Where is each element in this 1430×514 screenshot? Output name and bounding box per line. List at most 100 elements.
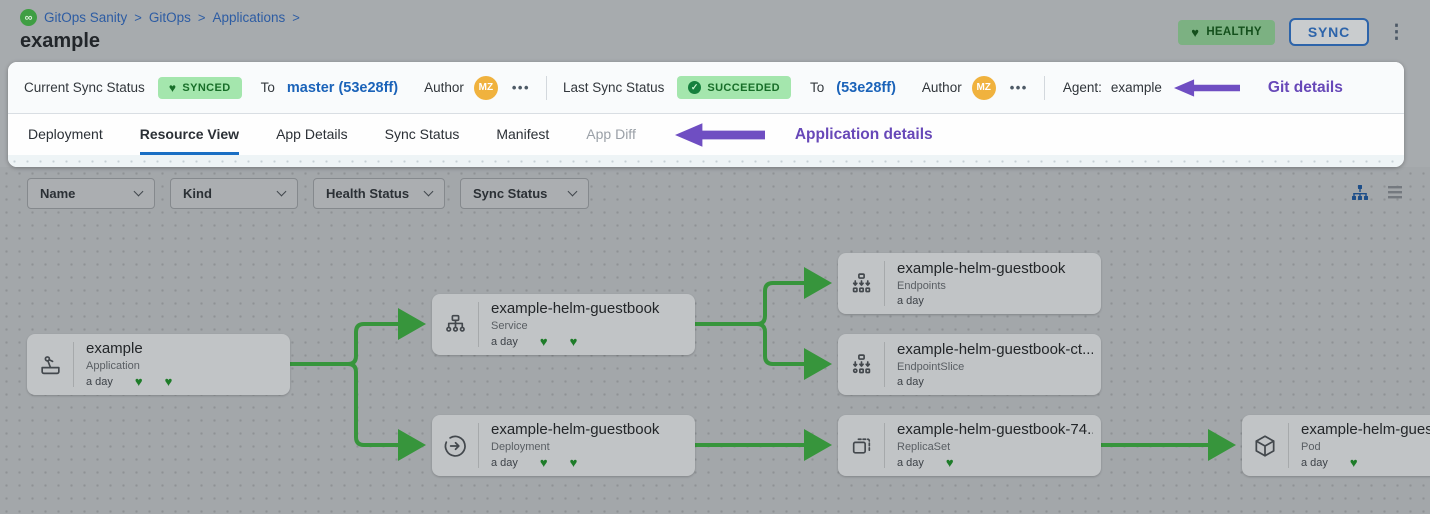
current-sync-status-label: Current Sync Status — [24, 80, 145, 95]
gitops-logo-icon: ∞ — [20, 9, 37, 26]
resource-node-pod[interactable]: example-helm-guest Pod a day ♥ — [1242, 415, 1430, 476]
node-title: example-helm-guest — [1301, 421, 1430, 440]
node-kind: ReplicaSet — [897, 440, 1093, 454]
heart-icon: ♥ — [1350, 455, 1358, 470]
filter-label: Sync Status — [473, 186, 547, 201]
more-options-icon[interactable]: ••• — [512, 80, 530, 95]
filter-bar: Name Kind Health Status Sync Status — [27, 178, 589, 209]
author-avatar[interactable]: MZ — [972, 76, 996, 100]
filter-name-dropdown[interactable]: Name — [27, 178, 155, 209]
breadcrumb: ∞ GitOps Sanity > GitOps > Applications … — [20, 9, 300, 26]
resource-node-service[interactable]: example-helm-guestbook Service a day♥♥ — [432, 294, 695, 355]
current-revision-link[interactable]: master (53e28ff) — [287, 80, 398, 96]
vertical-divider — [546, 76, 547, 100]
node-kind: Application — [86, 359, 282, 373]
filter-label: Kind — [183, 186, 212, 201]
node-kind: Endpoints — [897, 279, 1093, 293]
health-status-badge: ♥ HEALTHY — [1178, 20, 1275, 45]
resource-node-deployment[interactable]: example-helm-guestbook Deployment a day♥… — [432, 415, 695, 476]
resource-node-application[interactable]: example Application a day♥♥ — [27, 334, 290, 395]
chevron-down-icon — [134, 187, 144, 197]
breadcrumb-gitops[interactable]: GitOps — [149, 10, 191, 25]
agent-value: example — [1111, 80, 1162, 95]
tab-app-details[interactable]: App Details — [276, 114, 348, 155]
agent-label: Agent: — [1063, 80, 1102, 95]
breadcrumb-applications[interactable]: Applications — [212, 10, 285, 25]
node-kind: Pod — [1301, 440, 1430, 454]
filter-health-status-dropdown[interactable]: Health Status — [313, 178, 445, 209]
filter-sync-status-dropdown[interactable]: Sync Status — [460, 178, 589, 209]
node-age: a day — [86, 376, 113, 388]
resource-node-endpoints[interactable]: example-helm-guestbook Endpoints a day — [838, 253, 1101, 314]
succeeded-badge: ✓ SUCCEEDED — [677, 76, 791, 99]
to-label: To — [261, 80, 275, 95]
breadcrumb-gitops-sanity[interactable]: GitOps Sanity — [44, 10, 127, 25]
heart-icon: ♥ — [540, 334, 548, 349]
breadcrumb-separator: > — [134, 10, 142, 25]
synced-badge-label: SYNCED — [182, 82, 230, 94]
annotation-arrow-left-icon — [675, 122, 765, 148]
vertical-divider — [1044, 76, 1045, 100]
node-title: example — [86, 340, 282, 359]
heart-icon: ♥ — [169, 82, 177, 94]
heart-icon: ♥ — [946, 455, 954, 470]
check-circle-icon: ✓ — [688, 81, 701, 94]
heart-icon: ♥ — [135, 374, 143, 389]
tab-sync-status[interactable]: Sync Status — [385, 114, 460, 155]
node-age: a day — [491, 336, 518, 348]
succeeded-badge-label: SUCCEEDED — [707, 82, 780, 94]
tab-manifest[interactable]: Manifest — [496, 114, 549, 155]
author-avatar[interactable]: MZ — [474, 76, 498, 100]
node-title: example-helm-guestbook — [491, 421, 687, 440]
heart-icon: ♥ — [570, 334, 578, 349]
node-kind: EndpointSlice — [897, 360, 1093, 374]
view-toggles — [1350, 183, 1404, 203]
chevron-down-icon — [424, 187, 434, 197]
sync-status-bar: Current Sync Status ♥ SYNCED To master (… — [8, 62, 1404, 114]
node-age: a day — [1301, 457, 1328, 469]
node-age: a day — [897, 376, 924, 388]
resource-tree-canvas: Name Kind Health Status Sync Status — [0, 167, 1430, 514]
sync-button[interactable]: SYNC — [1289, 18, 1369, 46]
list-view-icon[interactable] — [1386, 184, 1404, 202]
health-hearts: ♥ — [924, 456, 954, 470]
replicaset-icon — [838, 433, 884, 458]
resource-node-endpointslice[interactable]: example-helm-guestbook-ct... EndpointSli… — [838, 334, 1101, 395]
tree-view-icon[interactable] — [1350, 183, 1370, 203]
health-badge-label: HEALTHY — [1206, 26, 1262, 38]
service-icon — [432, 312, 478, 337]
application-details-annotation: Application details — [795, 126, 933, 144]
kebab-menu-icon[interactable]: ⋮ — [1383, 21, 1410, 44]
chevron-down-icon — [277, 187, 287, 197]
header-actions: ♥ HEALTHY SYNC ⋮ — [1178, 18, 1410, 46]
resource-node-replicaset[interactable]: example-helm-guestbook-74... ReplicaSet … — [838, 415, 1101, 476]
node-title: example-helm-guestbook-ct... — [897, 341, 1093, 360]
filter-kind-dropdown[interactable]: Kind — [170, 178, 298, 209]
synced-badge: ♥ SYNCED — [158, 77, 242, 99]
app-tabs: Deployment Resource View App Details Syn… — [8, 114, 1404, 155]
health-hearts: ♥♥ — [518, 335, 577, 349]
tab-deployment[interactable]: Deployment — [28, 114, 103, 155]
author-label: Author — [424, 80, 464, 95]
breadcrumb-separator: > — [292, 10, 300, 25]
node-title: example-helm-guestbook-74... — [897, 421, 1093, 440]
heart-icon: ♥ — [540, 455, 548, 470]
health-hearts: ♥♥ — [113, 375, 172, 389]
author-label: Author — [922, 80, 962, 95]
last-revision-link[interactable]: (53e28ff) — [836, 80, 896, 96]
heart-icon: ♥ — [570, 455, 578, 470]
heart-icon: ♥ — [165, 374, 173, 389]
more-options-icon[interactable]: ••• — [1010, 80, 1028, 95]
last-sync-status-label: Last Sync Status — [563, 80, 664, 95]
tab-app-diff[interactable]: App Diff — [586, 114, 636, 155]
breadcrumb-separator: > — [198, 10, 206, 25]
node-title: example-helm-guestbook — [491, 300, 687, 319]
endpoints-icon — [838, 271, 884, 296]
tab-resource-view[interactable]: Resource View — [140, 114, 239, 155]
canvas-preview-strip — [8, 155, 1404, 167]
deployment-icon — [432, 433, 478, 459]
node-kind: Deployment — [491, 440, 687, 454]
to-label: To — [810, 80, 824, 95]
endpointslice-icon — [838, 352, 884, 377]
page-title: example — [20, 30, 100, 53]
